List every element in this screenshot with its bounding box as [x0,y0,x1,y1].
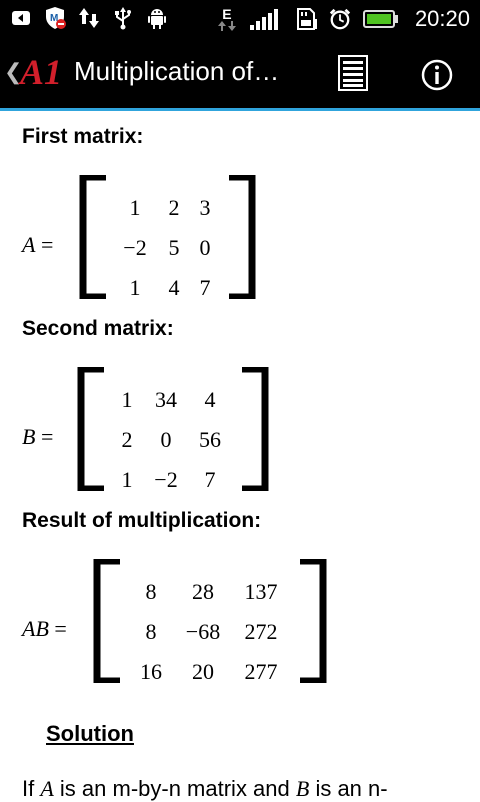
matrix-b-left-bracket [77,367,104,491]
android-debug-icon [146,6,168,30]
matrix-ab-cell: 8 [145,579,157,604]
matrix-b-cell: 1 [121,387,133,412]
matrix-a-cell: 7 [199,275,211,300]
matrix-b-cell: 1 [121,467,133,492]
matrix-b-right-bracket [242,367,269,491]
matrix-a-cell: 2 [168,195,180,220]
matrix-ab-left-bracket [93,559,120,683]
matrix-ab-cell: 277 [244,659,278,684]
action-bar: ❮ A1 Multiplication of… [0,38,480,108]
sd-card-icon [295,7,317,31]
matrix-b-cell: 34 [155,387,177,412]
status-bar: M E 20:20 [0,0,480,38]
matrix-ab-cell: 137 [244,579,278,604]
app-logo[interactable]: A1 [18,52,68,92]
matrix-ab-cell: 16 [140,659,162,684]
content-area[interactable]: First matrix: A = 1 2 3 −2 5 0 1 4 7 Sec… [0,111,480,801]
page-title: Multiplication of… [74,56,280,86]
solution-link[interactable]: Solution [46,721,134,746]
matrix-a-cell: 1 [129,275,141,300]
matrix-ab-cell: 20 [192,659,214,684]
info-icon[interactable] [420,58,454,92]
svg-text:M: M [50,13,58,24]
matrix-ab-cell: 28 [192,579,214,604]
matrix-a-left-bracket [79,175,106,299]
usb-icon [112,6,134,30]
matrix-ab-right-bracket [300,559,327,683]
first-matrix-heading: First matrix: [22,125,144,148]
matrix-a-label: A = [22,232,54,257]
matrix-a-right-bracket [229,175,256,299]
matrix-a-cell: 1 [129,195,141,220]
shield-icon: M [44,6,66,30]
matrix-ab-cell: −68 [185,619,221,644]
signal-icon [249,7,283,31]
matrix-b-cell: −2 [154,467,178,492]
action-bar-divider [0,108,480,111]
matrix-a-cell: 0 [199,235,211,260]
battery-icon [362,7,399,31]
sync-arrows-icon [78,6,100,30]
matrix-b-cell: 7 [204,467,216,492]
matrix-ab-cell: 8 [145,619,157,644]
solution-paragraph: If A is an m-by-n matrix and B is an n- [22,776,388,801]
clock: 20:20 [414,6,470,31]
matrix-b-cell: 4 [204,387,216,412]
second-matrix-heading: Second matrix: [22,317,174,340]
data-arrows-icon: E [217,7,237,31]
matrix-ab-label: AB = [22,616,67,641]
result-heading: Result of multiplication: [22,509,262,532]
matrix-a-cell: 4 [168,275,180,300]
matrix-a-cell: 3 [199,195,211,220]
matrix-b-label: B = [22,424,54,449]
matrix-b-cell: 2 [121,427,133,452]
alarm-icon [329,7,351,31]
matrix-b-cell: 56 [199,427,221,452]
logo-text: A1 [18,52,62,92]
matrix-ab-cell: 272 [244,619,278,644]
matrix-a-cell: −2 [123,235,147,260]
list-icon[interactable] [336,54,372,92]
back-chevron-icon[interactable]: ❮ [4,60,23,85]
matrix-b-cell: 0 [160,427,172,452]
network-type-label: E [222,6,232,22]
matrix-a-cell: 5 [168,235,180,260]
back-icon [10,6,32,30]
